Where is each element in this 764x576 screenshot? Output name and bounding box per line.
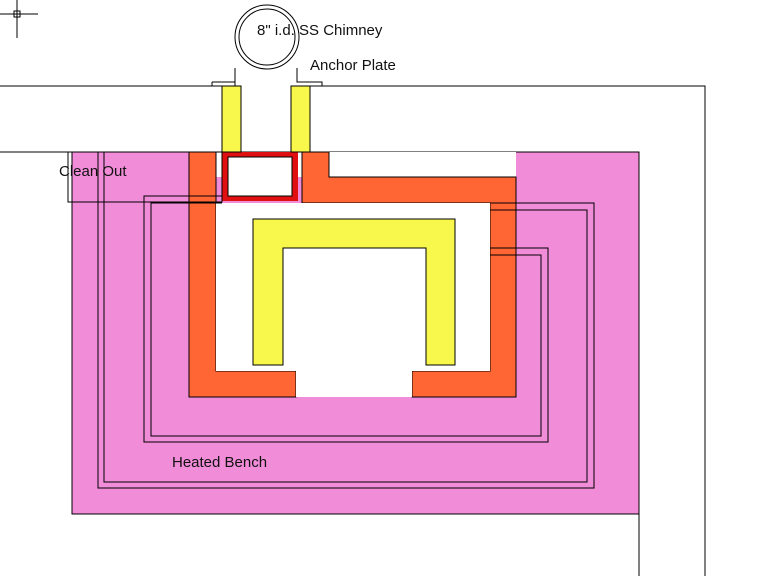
- flue-channel-outer: [97, 152, 595, 489]
- chimney-leg-right: [290, 85, 311, 153]
- anchor-plate-label: Anchor Plate: [310, 57, 396, 74]
- clean-out-label: Clean Out: [59, 163, 127, 180]
- chimney-inner-circle: [238, 8, 296, 66]
- anchor-plate-right: [296, 68, 323, 87]
- anchor-plate-left: [211, 68, 236, 87]
- heated-bench-label: Heated Bench: [172, 454, 267, 471]
- chimney-label: 8" i.d. SS Chimney: [257, 22, 383, 39]
- chimney-outer-circle: [234, 4, 300, 70]
- clean-out-inner: [227, 156, 293, 197]
- chimney-leg-left: [221, 85, 242, 153]
- flue-channel-outer-inner: [103, 152, 588, 483]
- room-wall-line-right: [322, 85, 706, 576]
- flue-channel-mid: [143, 195, 549, 443]
- firebox-opening: [296, 371, 412, 397]
- crosshair-icon: [0, 0, 38, 38]
- yellow-core: [252, 218, 456, 366]
- flue-channel-mid-inner: [150, 202, 542, 437]
